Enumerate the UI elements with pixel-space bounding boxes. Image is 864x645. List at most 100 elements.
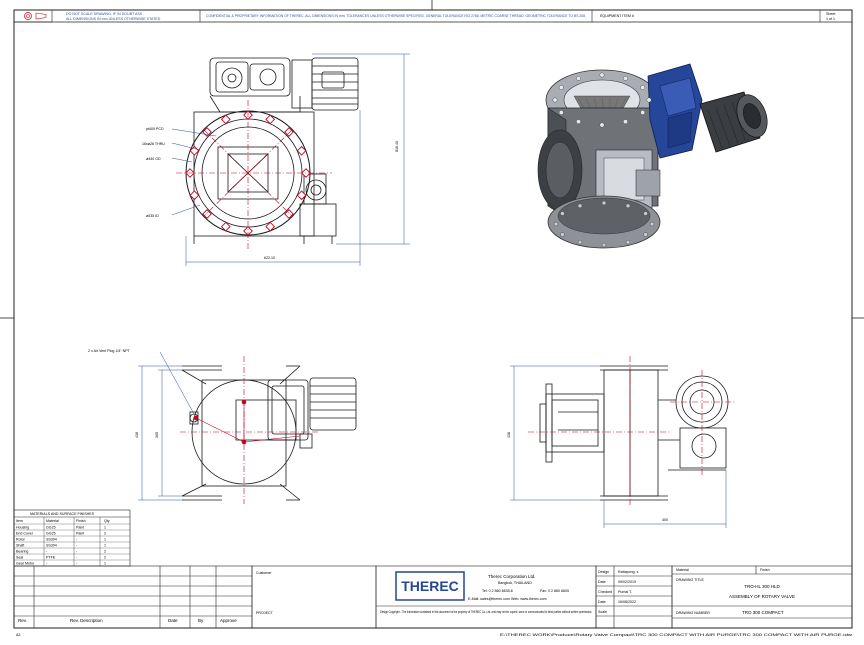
iso-bolt xyxy=(560,211,565,216)
scale-label: Scale xyxy=(598,610,607,614)
project-label: PROJECT xyxy=(256,611,274,615)
material-cell: Gear Motor xyxy=(16,562,35,566)
material-cell: GG25 xyxy=(46,532,56,536)
front-view-centerlines xyxy=(176,100,332,250)
date-label: Date xyxy=(598,580,606,584)
material-header-cell: Finish xyxy=(76,519,86,523)
material-cell: Seal xyxy=(16,556,23,560)
sheet-label: Sheet xyxy=(826,12,835,16)
iso-bolt xyxy=(560,232,565,237)
iso-bolt xyxy=(640,85,646,90)
rev-header-approve: Approve xyxy=(220,618,237,623)
label-pcd: pt400 PCD xyxy=(146,127,164,131)
dim-outer-left: 438 xyxy=(135,432,139,438)
iso-bolt xyxy=(640,110,646,115)
iso-bolt xyxy=(601,200,607,206)
material-cell: GG25 xyxy=(46,526,56,530)
iso-bolt xyxy=(643,232,648,237)
material-cell: 1 xyxy=(104,526,106,530)
equipment-label: EQUIPMENT ITEM # xyxy=(600,14,634,18)
dim-height-front: 816.40 xyxy=(395,141,399,152)
header-main-note: CONFIDENTIAL & PROPRIETARY INFORMATION O… xyxy=(206,14,586,18)
front-view xyxy=(185,57,359,244)
header-note-1: DO NOT SCALE DRAWING. IF IN DOUBT ASK xyxy=(66,12,143,16)
copyright-note: Design Copyright - The information conta… xyxy=(380,610,592,614)
bolt-hole xyxy=(220,221,231,232)
iso-bolt xyxy=(552,97,558,103)
drawing-title-2: ASSEMBLY OF ROTARY VALVE xyxy=(729,594,795,599)
material-label: Material xyxy=(676,568,689,572)
material-cell: SS304 xyxy=(46,544,57,548)
material-cell: Paint xyxy=(76,532,84,536)
bolt-hole xyxy=(202,209,212,219)
design-label: Design xyxy=(598,570,609,574)
material-cell: 2 xyxy=(104,556,106,560)
material-cell: 2 xyxy=(104,532,106,536)
material-cell: - xyxy=(76,562,78,566)
rev-header-description: Rev. Description xyxy=(70,618,103,623)
iso-bolt xyxy=(576,75,581,81)
iso-bolt xyxy=(577,203,583,209)
drawing-title-1: TRO-HL 300 HLD xyxy=(744,584,780,589)
company-city: Bangkok, THAILAND xyxy=(498,581,532,585)
side-view-right xyxy=(539,365,729,501)
material-cell: Paint xyxy=(76,526,84,530)
therec-logo xyxy=(395,571,465,601)
iso-bolt xyxy=(576,119,581,125)
drawing-number: TRO 300 COMPACT xyxy=(742,610,784,615)
iso-bolt xyxy=(553,221,559,227)
bolt-hole xyxy=(296,190,307,201)
bolt-hole xyxy=(284,209,294,219)
bolt-hole xyxy=(265,114,276,125)
rev-header-by: By xyxy=(198,618,204,623)
front-view-dimensions xyxy=(185,53,410,266)
finish-label: Finish xyxy=(760,568,770,572)
bolt-hole xyxy=(189,145,200,156)
material-cell: 1 xyxy=(104,538,106,542)
iso-bolt xyxy=(623,119,628,125)
side-view-left-dimensions xyxy=(138,365,182,501)
material-header-cell: Material xyxy=(46,519,59,523)
iso-bolt xyxy=(558,85,564,90)
air-vent-callout: 2 x Air Vent Plug 1/4" NPT xyxy=(88,349,131,353)
drawing-title-label: DRAWING TITLE xyxy=(676,578,705,582)
dim-inner-left: 365 xyxy=(155,432,159,438)
material-cell: 1 xyxy=(104,544,106,548)
label-id: ø535 ID xyxy=(146,214,159,218)
bolt-hole xyxy=(220,114,231,125)
material-cell: End Cover xyxy=(16,532,34,536)
customer-label: Customer xyxy=(256,571,272,575)
bolt-hole xyxy=(284,127,294,137)
iso-bolt xyxy=(625,203,631,209)
dim-height-right: 438 xyxy=(507,432,511,438)
company-email: E-Mail: sales@therec.com Web: www.therec… xyxy=(468,597,547,601)
material-cell: SS304 xyxy=(46,538,57,542)
iso-bolt xyxy=(646,97,652,103)
label-thru-holes: 16xø26 THRU xyxy=(142,142,165,146)
material-cell: Rotor xyxy=(16,538,26,542)
side-view-right-dimensions xyxy=(510,365,727,528)
projection-symbol-icon xyxy=(24,12,47,20)
iso-bolt xyxy=(599,72,605,78)
material-cell: - xyxy=(76,550,78,554)
isometric-flange-bolts xyxy=(552,72,655,248)
dim-width-front: 622.10 xyxy=(264,256,275,260)
approved-label: Date xyxy=(598,600,606,604)
therec-logo-text: THEREC xyxy=(401,578,459,594)
company-fax: Fax: 0 2 860 6605 xyxy=(540,589,569,593)
side-view-left xyxy=(181,365,357,501)
material-header-cell: Qty xyxy=(104,519,110,523)
label-od: ø440 OD xyxy=(146,157,161,161)
header-note-2: ALL DIMENSIONS IN mm UNLESS OTHERWISE ST… xyxy=(66,17,161,21)
approved-value: 16/08/2022 xyxy=(618,600,636,604)
material-cell: - xyxy=(46,562,48,566)
material-cell: 1 xyxy=(104,562,106,566)
rev-header-rev: Rev. xyxy=(18,618,27,623)
iso-bolt xyxy=(558,110,564,115)
side-view-left-centerlines xyxy=(180,356,320,504)
material-cell: - xyxy=(76,556,78,560)
isometric-view xyxy=(537,63,768,249)
bolt-hole xyxy=(265,221,276,232)
